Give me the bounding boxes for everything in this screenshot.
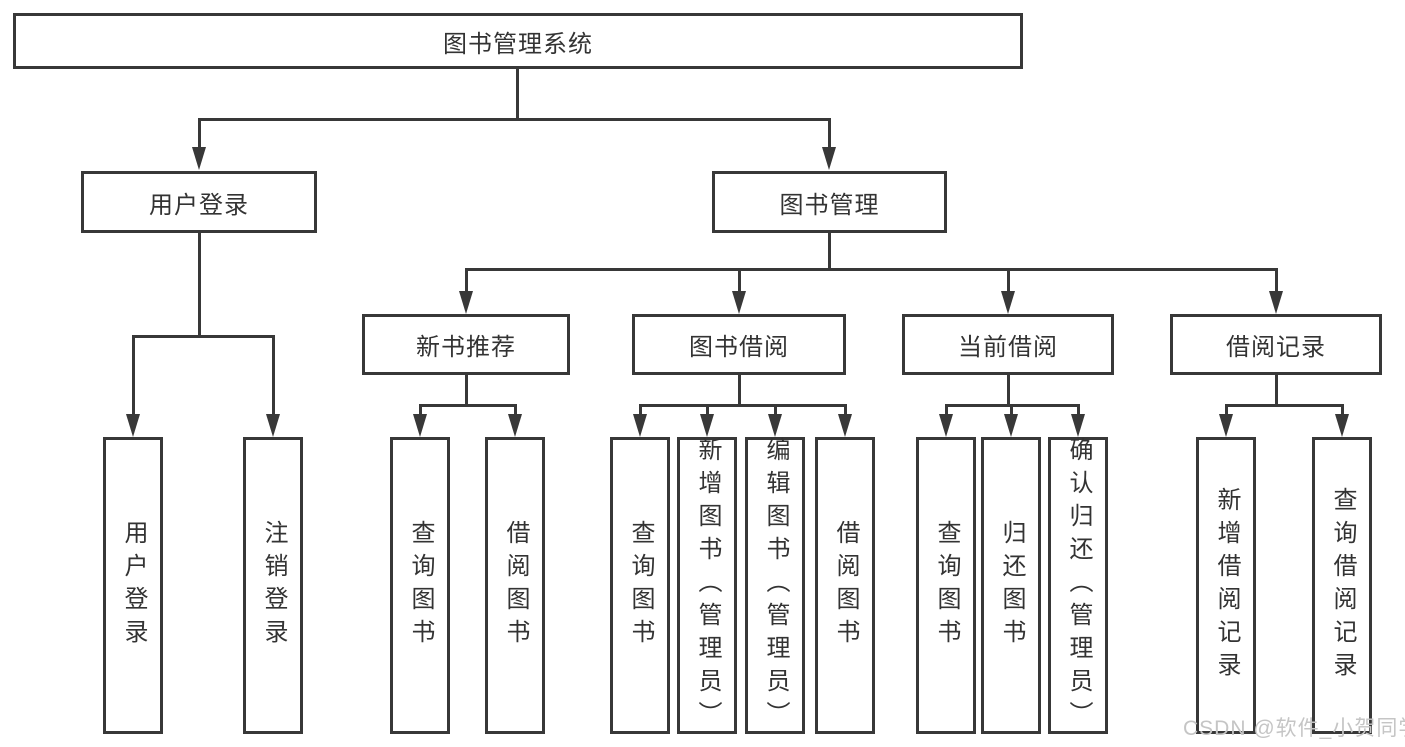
arrow-borrow-books-b [838,414,852,437]
node-borrow-records-label: 借阅记录 [1226,334,1326,361]
connector-drop-borrow-records [1275,268,1278,292]
connector-drop-borrow-books-b [844,404,847,415]
node-user-login-label: 用户登录 [149,191,249,219]
arrow-query-books-b [633,414,647,437]
node-user-login: 用户登录 [81,171,317,233]
arrow-current-borrow [1001,291,1015,314]
csdn-watermark: CSDN @软件_小贺同学 [1183,717,1405,740]
connector-drop-query-books-c [945,404,948,415]
connector-root-rail [198,118,830,121]
arrow-query-books-a [413,414,427,437]
arrow-leaf-logout [266,414,280,437]
connector-book-borrow-stem [738,375,741,406]
leaf-borrow-books-a-label: 借阅图书 [502,519,529,652]
node-book-management-label: 图书管理 [779,191,880,219]
arrow-user-login [192,147,206,170]
connector-borrow-records-stem [1275,375,1278,406]
node-current-borrow: 当前借阅 [902,314,1114,375]
leaf-query-books-a-label: 查询图书 [407,519,434,652]
leaf-query-books-a: 查询图书 [390,437,450,734]
leaf-borrow-books-a: 借阅图书 [485,437,545,734]
leaf-return-book-label: 归还图书 [998,519,1025,652]
arrow-edit-book [768,414,782,437]
leaf-edit-book-admin: 编辑图书（管理员） [745,437,805,734]
arrow-confirm-return [1071,414,1085,437]
node-book-borrow-label: 图书借阅 [689,334,789,361]
connector-book-borrow-rail [639,404,846,407]
connector-drop-edit-book [774,404,777,415]
connector-book-management-rail [465,268,1278,271]
leaf-query-books-b: 查询图书 [610,437,670,734]
node-current-borrow-label: 当前借阅 [958,334,1058,361]
leaf-add-borrow-record: 新增借阅记录 [1196,437,1256,734]
leaf-add-book-admin: 新增图书（管理员） [677,437,737,734]
leaf-return-book: 归还图书 [981,437,1041,734]
node-borrow-records: 借阅记录 [1170,314,1382,375]
leaf-confirm-return-admin-label: 确认归还（管理员） [1065,437,1092,734]
node-new-book-recommend-label: 新书推荐 [416,334,516,361]
node-root-label: 图书管理系统 [443,30,593,58]
connector-new-book-rail [419,404,516,407]
leaf-user-login-label: 用户登录 [120,519,147,652]
connector-new-book-stem [465,375,468,406]
connector-drop-current-borrow [1007,268,1010,292]
leaf-query-books-b-label: 查询图书 [627,519,654,652]
leaf-borrow-books-b: 借阅图书 [815,437,875,734]
leaf-logout-label: 注销登录 [260,519,287,652]
arrow-query-record [1335,414,1349,437]
connector-root-stem [516,69,519,118]
leaf-logout: 注销登录 [243,437,303,734]
connector-drop-book-management [828,118,831,148]
connector-user-login-stem [198,233,201,337]
connector-drop-borrow-books-a [514,404,517,415]
arrow-book-management [822,147,836,170]
connector-drop-book-borrow [738,268,741,292]
connector-drop-query-record [1341,404,1344,415]
node-book-management: 图书管理 [712,171,947,233]
connector-drop-new-book [465,268,468,292]
arrow-add-record [1219,414,1233,437]
connector-current-borrow-stem [1007,375,1010,406]
leaf-query-borrow-record: 查询借阅记录 [1312,437,1372,734]
arrow-new-book [459,291,473,314]
arrow-borrow-books-a [508,414,522,437]
arrow-borrow-records [1269,291,1283,314]
leaf-query-books-c-label: 查询图书 [933,519,960,652]
connector-drop-query-books-a [419,404,422,415]
connector-drop-query-books-b [639,404,642,415]
connector-user-login-rail [132,335,275,338]
leaf-edit-book-admin-label: 编辑图书（管理员） [762,437,789,734]
connector-book-management-stem [828,233,831,270]
leaf-borrow-books-b-label: 借阅图书 [832,519,859,652]
connector-drop-confirm-return [1077,404,1080,415]
leaf-add-borrow-record-label: 新增借阅记录 [1213,486,1240,685]
leaf-add-book-admin-label: 新增图书（管理员） [694,437,721,734]
node-root: 图书管理系统 [13,13,1023,69]
arrow-add-book [700,414,714,437]
connector-drop-leaf-user-login [132,335,135,416]
arrow-query-books-c [939,414,953,437]
connector-drop-return-book [1010,404,1013,415]
connector-drop-add-record [1225,404,1228,415]
leaf-confirm-return-admin: 确认归还（管理员） [1048,437,1108,734]
arrow-leaf-user-login [126,414,140,437]
connector-drop-add-book [706,404,709,415]
leaf-user-login: 用户登录 [103,437,163,734]
node-book-borrow: 图书借阅 [632,314,846,375]
connector-borrow-records-rail [1225,404,1343,407]
leaf-query-books-c: 查询图书 [916,437,976,734]
arrow-return-book [1004,414,1018,437]
node-new-book-recommend: 新书推荐 [362,314,570,375]
connector-drop-leaf-logout [272,335,275,416]
arrow-book-borrow [732,291,746,314]
leaf-query-borrow-record-label: 查询借阅记录 [1329,486,1356,685]
connector-drop-user-login [198,118,201,148]
